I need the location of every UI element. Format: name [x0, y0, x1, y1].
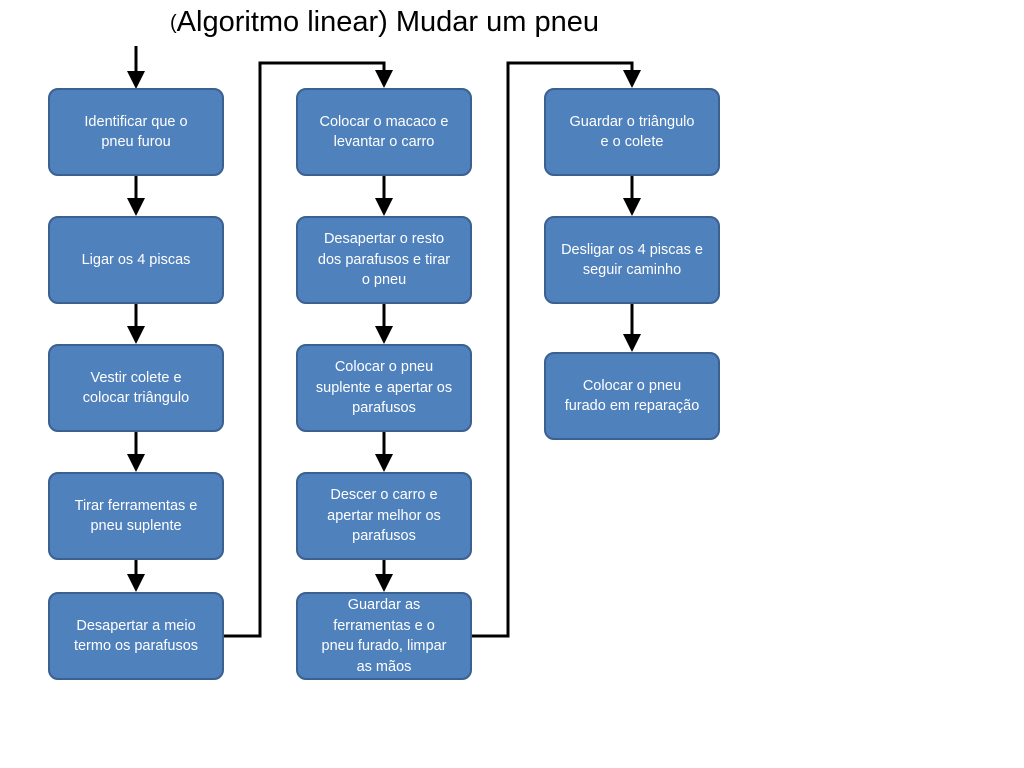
step-label: Desapertar a meio termo os parafusos: [73, 617, 199, 655]
step-label: Ligar os 4 piscas: [81, 251, 191, 268]
diagram-title: (Algoritmo linear) Mudar um pneu: [170, 6, 690, 50]
step-lower-car-tighten: Descer o carro e apertar melhor os paraf…: [296, 472, 472, 560]
title-main: Algoritmo linear) Mudar um pneu: [176, 6, 599, 38]
step-identify-flat-tire: Identificar que o pneu furou: [48, 88, 224, 176]
step-repair-flat-tire: Colocar o pneu furado em reparação: [544, 352, 720, 440]
step-get-tools-spare: Tirar ferramentas e pneu suplente: [48, 472, 224, 560]
step-label: Desligar os 4 piscas e seguir caminho: [561, 241, 703, 279]
title-paren: (: [170, 12, 177, 34]
step-label: Tirar ferramentas e pneu suplente: [74, 497, 198, 535]
step-store-triangle-vest: Guardar o triângulo e o colete: [544, 88, 720, 176]
step-store-tools-clean-hands: Guardar as ferramentas e o pneu furado, …: [296, 592, 472, 680]
step-label: Descer o carro e apertar melhor os paraf…: [327, 487, 441, 545]
step-label: Colocar o macaco e levantar o carro: [319, 113, 449, 151]
step-label: Guardar o triângulo e o colete: [569, 113, 695, 151]
step-label: Guardar as ferramentas e o pneu furado, …: [321, 597, 447, 675]
step-label: Vestir colete e colocar triângulo: [82, 369, 190, 407]
step-vest-triangle: Vestir colete e colocar triângulo: [48, 344, 224, 432]
connector-col2-col3: [472, 61, 641, 638]
step-loosen-bolts-halfway: Desapertar a meio termo os parafusos: [48, 592, 224, 680]
step-remove-bolts-tire: Desapertar o resto dos parafusos e tirar…: [296, 216, 472, 304]
step-hazard-lights-on: Ligar os 4 piscas: [48, 216, 224, 304]
connector-col1-col2: [224, 61, 393, 638]
step-mount-spare: Colocar o pneu suplente e apertar os par…: [296, 344, 472, 432]
step-label: Identificar que o pneu furou: [84, 113, 188, 151]
step-jack-up-car: Colocar o macaco e levantar o carro: [296, 88, 472, 176]
step-hazard-lights-off: Desligar os 4 piscas e seguir caminho: [544, 216, 720, 304]
step-label: Desapertar o resto dos parafusos e tirar…: [317, 231, 451, 289]
step-label: Colocar o pneu furado em reparação: [564, 377, 700, 415]
step-label: Colocar o pneu suplente e apertar os par…: [315, 359, 453, 417]
